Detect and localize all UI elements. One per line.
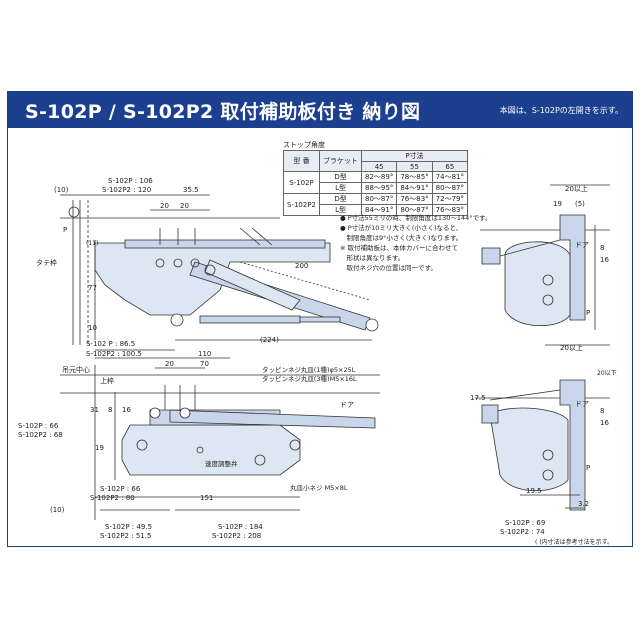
dim-label: 70: [200, 360, 209, 368]
note-line: ● P寸法55ミリの時、制限角度は130～144°です。: [340, 214, 492, 222]
dim-label: 19: [553, 200, 562, 208]
dim-label: 16: [600, 419, 609, 427]
dim-label: 8: [600, 244, 604, 252]
callout-screw-1: タッピンネジ丸皿(1種)φ5×25L: [262, 365, 356, 374]
table-cell: 76～83°: [431, 204, 469, 216]
dim-label: 8: [600, 407, 604, 415]
bottom-view: [60, 357, 380, 520]
dim-label: S-102P2 : 51.5: [100, 532, 151, 540]
dim-label: P: [63, 226, 67, 234]
table-cell: S-102P: [282, 171, 321, 194]
dim-label: 10: [88, 324, 97, 332]
table-cell: L型: [319, 204, 363, 216]
dim-label: S-102P2 : 74: [500, 528, 545, 536]
dim-label: (224): [260, 336, 279, 344]
dim-label: 20以下: [597, 370, 617, 377]
dim-label: S-102P2 : 100.5: [86, 350, 142, 358]
dim-label: S-102P : 49.5: [105, 523, 152, 531]
dim-label: 20以上: [560, 343, 583, 352]
dim-label: S-102P2 : 68: [18, 431, 63, 439]
dim-label: (10): [54, 186, 69, 194]
frame-label: ドア: [340, 401, 354, 409]
dim-label: 吊元中心: [62, 365, 90, 374]
top-view: [60, 194, 379, 351]
callout-screw-3: 丸皿小ネジ M5×8L: [290, 483, 348, 492]
drawing-frame: [7, 128, 633, 547]
header-note: 本図は、S-102Pの左開きを示す。: [499, 106, 623, 115]
dim-label: 35.5: [183, 186, 199, 194]
note-line: ※ 取付補助板は、本体カバーに合わせて: [340, 244, 459, 252]
dim-label: 20: [160, 202, 169, 210]
dim-label: 20: [180, 202, 189, 210]
table-caption: ストップ角度: [283, 141, 325, 149]
footnote: ( )内寸法は参考寸法を示す。: [535, 538, 613, 546]
dim-label: P: [586, 464, 590, 472]
dim-label: S-102P : 66: [100, 485, 141, 493]
dim-label: S-102P2 : 208: [212, 532, 261, 540]
dim-label: S-102 P : 86.5: [86, 340, 135, 348]
dim-label: S-102P2 : 80: [90, 494, 135, 502]
note-line: ● P寸法が10ミリ大きく(小さく)なると、: [340, 224, 463, 232]
dim-label: 19: [95, 444, 104, 452]
dim-label: 17.5: [470, 394, 486, 402]
frame-label: ドア: [575, 241, 589, 249]
dim-label: (10): [50, 506, 65, 514]
table-cell: S-102P2: [282, 193, 321, 216]
right-bottom-view: [475, 344, 610, 511]
dim-label: 19.5: [526, 487, 542, 495]
dim-label: 110: [198, 350, 211, 358]
dim-label: S-102P : 66: [18, 422, 59, 430]
page-title: S-102P / S-102P2 取付補助板付き 納り図: [25, 101, 421, 123]
dim-label: 77: [88, 284, 97, 292]
dim-label: 20以上: [565, 184, 588, 193]
dim-label: 31: [90, 406, 99, 414]
dim-label: S-102P : 69: [505, 519, 545, 527]
dim-label: P: [586, 309, 590, 317]
dim-label: 3.2: [578, 500, 589, 508]
table-cell: 84～91°: [361, 204, 398, 216]
callout-speed-valve: 速度調整弁: [205, 459, 238, 468]
note-line: 取付ネジ穴の位置は同一です。: [340, 264, 437, 272]
note-line: 制限角度は9°小さく(大きく)なります。: [340, 234, 463, 242]
frame-label: タテ枠: [36, 258, 57, 267]
col-model: 型 番: [282, 150, 321, 172]
dim-label: 16: [122, 406, 131, 414]
dim-label: 16: [600, 256, 609, 264]
dim-label: S-102P2 : 120: [102, 186, 151, 194]
title-banner: S-102P / S-102P2 取付補助板付き 納り図 本図は、S-102Pの…: [7, 91, 633, 128]
frame-label: ドア: [575, 400, 589, 408]
notes-block: ● P寸法55ミリの時、制限角度は130～144°です。 ● P寸法が10ミリ大…: [340, 213, 491, 273]
right-top-view: [480, 184, 610, 330]
dim-label: S-102P : 184: [218, 523, 263, 531]
dim-label: S-102P : 106: [108, 177, 153, 185]
dim-label: 8: [108, 406, 112, 414]
dim-label: (11): [86, 240, 98, 247]
stop-angle-table: 型 番 ブラケット P寸法 45 55 65 S-102P D型 82～89° …: [282, 150, 469, 216]
frame-label: 上枠: [100, 376, 114, 385]
callout-screw-2: タッピンネジ丸皿(3種)M5×16L: [262, 374, 357, 383]
dim-label: 200: [295, 262, 308, 270]
dim-label: 151: [200, 494, 213, 502]
dim-label: (5): [575, 200, 585, 208]
dim-label: 20: [165, 360, 174, 368]
note-line: 形状は異なります。: [340, 254, 405, 262]
